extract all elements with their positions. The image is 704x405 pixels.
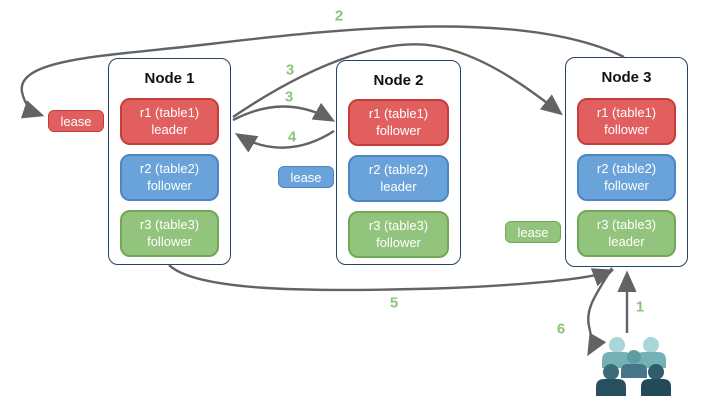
- node-3-replica-r2: r2 (table2) follower: [577, 154, 676, 201]
- node-2-replica-r2: r2 (table2) leader: [348, 155, 449, 202]
- replica-name: r1 (table1): [139, 104, 200, 120]
- lease-badge-green: lease: [505, 221, 561, 243]
- replica-role: leader: [151, 121, 188, 137]
- step-label-4: 4: [287, 128, 297, 146]
- replica-role: follower: [147, 233, 192, 249]
- node-2-replica-r1: r1 (table1) follower: [348, 99, 449, 146]
- lease-badge-red: lease: [48, 110, 104, 132]
- replica-name: r3 (table3): [139, 216, 200, 232]
- replica-role: follower: [376, 234, 421, 250]
- replica-role: leader: [380, 178, 417, 194]
- replica-name: r3 (table3): [368, 217, 429, 233]
- replica-name: r3 (table3): [596, 216, 657, 232]
- node-1-replica-r3: r3 (table3) follower: [120, 210, 219, 257]
- arrow-step-4: [234, 129, 335, 153]
- step-label-5: 5: [389, 294, 399, 312]
- replica-role: follower: [604, 121, 649, 137]
- step-label-1: 1: [635, 298, 645, 316]
- node-3-replica-r1: r1 (table1) follower: [577, 98, 676, 145]
- replica-role: follower: [604, 177, 649, 193]
- lease-badge-blue: lease: [278, 166, 334, 188]
- replica-name: r2 (table2): [596, 160, 657, 176]
- step-label-3a: 3: [285, 61, 295, 79]
- replica-role: leader: [608, 233, 645, 249]
- replica-role: follower: [147, 177, 192, 193]
- arrow-step-5: [168, 264, 615, 292]
- node-3-replica-r3: r3 (table3) leader: [577, 210, 676, 257]
- replica-name: r2 (table2): [368, 161, 429, 177]
- step-label-3b: 3: [284, 88, 294, 106]
- replica-name: r1 (table1): [596, 104, 657, 120]
- replica-role: follower: [376, 122, 421, 138]
- replica-name: r2 (table2): [139, 160, 200, 176]
- node-3: Node 3 r1 (table1) follower r2 (table2) …: [565, 57, 688, 267]
- node-2-title: Node 2: [373, 72, 424, 89]
- step-label-2: 2: [334, 7, 344, 25]
- node-1-replica-r1: r1 (table1) leader: [120, 98, 219, 145]
- node-2-replica-r3: r3 (table3) follower: [348, 211, 449, 258]
- users-icon: [596, 337, 671, 396]
- node-1-title: Node 1: [144, 70, 195, 87]
- step-label-6: 6: [556, 320, 566, 338]
- arrow-step-3-to-node2: [232, 102, 336, 122]
- node-1: Node 1 r1 (table1) leader r2 (table2) fo…: [108, 58, 231, 265]
- replica-name: r1 (table1): [368, 105, 429, 121]
- node-2: Node 2 r1 (table1) follower r2 (table2) …: [336, 60, 461, 265]
- node-3-title: Node 3: [601, 69, 652, 86]
- node-1-replica-r2: r2 (table2) follower: [120, 154, 219, 201]
